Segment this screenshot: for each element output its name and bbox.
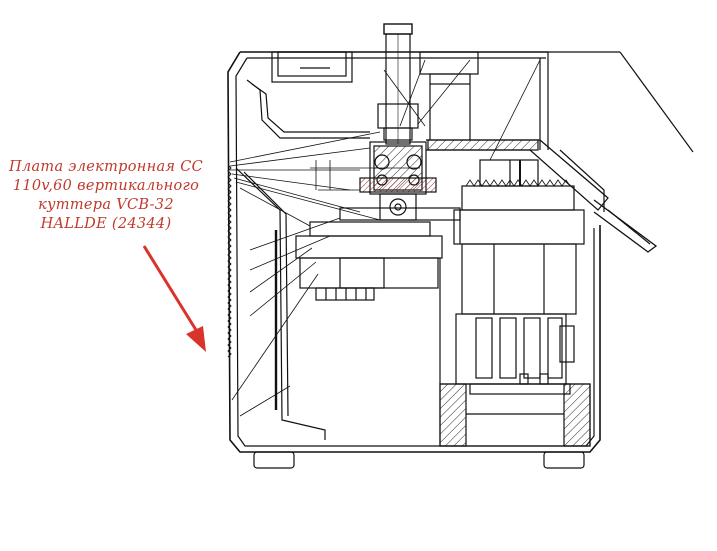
callout-arrow	[142, 245, 206, 352]
callout-line-2: 110v,60 вертикального	[12, 178, 200, 194]
upper-right-bracket	[419, 51, 479, 140]
callout-line-1: Плата электронная CC	[8, 159, 204, 175]
callout-line-4: HALLDE (24344)	[40, 216, 172, 232]
housing-left-ribbed-wall	[227, 164, 326, 440]
housing-feet	[253, 451, 585, 469]
top-cover-slope	[426, 139, 658, 253]
motor-housing	[453, 209, 585, 395]
motor-base-block	[439, 383, 591, 447]
internal-wiring	[229, 59, 541, 417]
right-pulley-gear	[461, 159, 575, 211]
callout-line-3: куттера VCB-32	[38, 197, 174, 213]
electronic-board-component	[295, 221, 443, 301]
interior-partition	[439, 210, 461, 384]
central-drive-shaft	[377, 23, 419, 145]
bearing-hub-assembly	[339, 141, 461, 221]
upper-left-shelf	[246, 51, 370, 139]
callout-label: Плата электронная CC 110v,60 вертикально…	[2, 158, 210, 234]
